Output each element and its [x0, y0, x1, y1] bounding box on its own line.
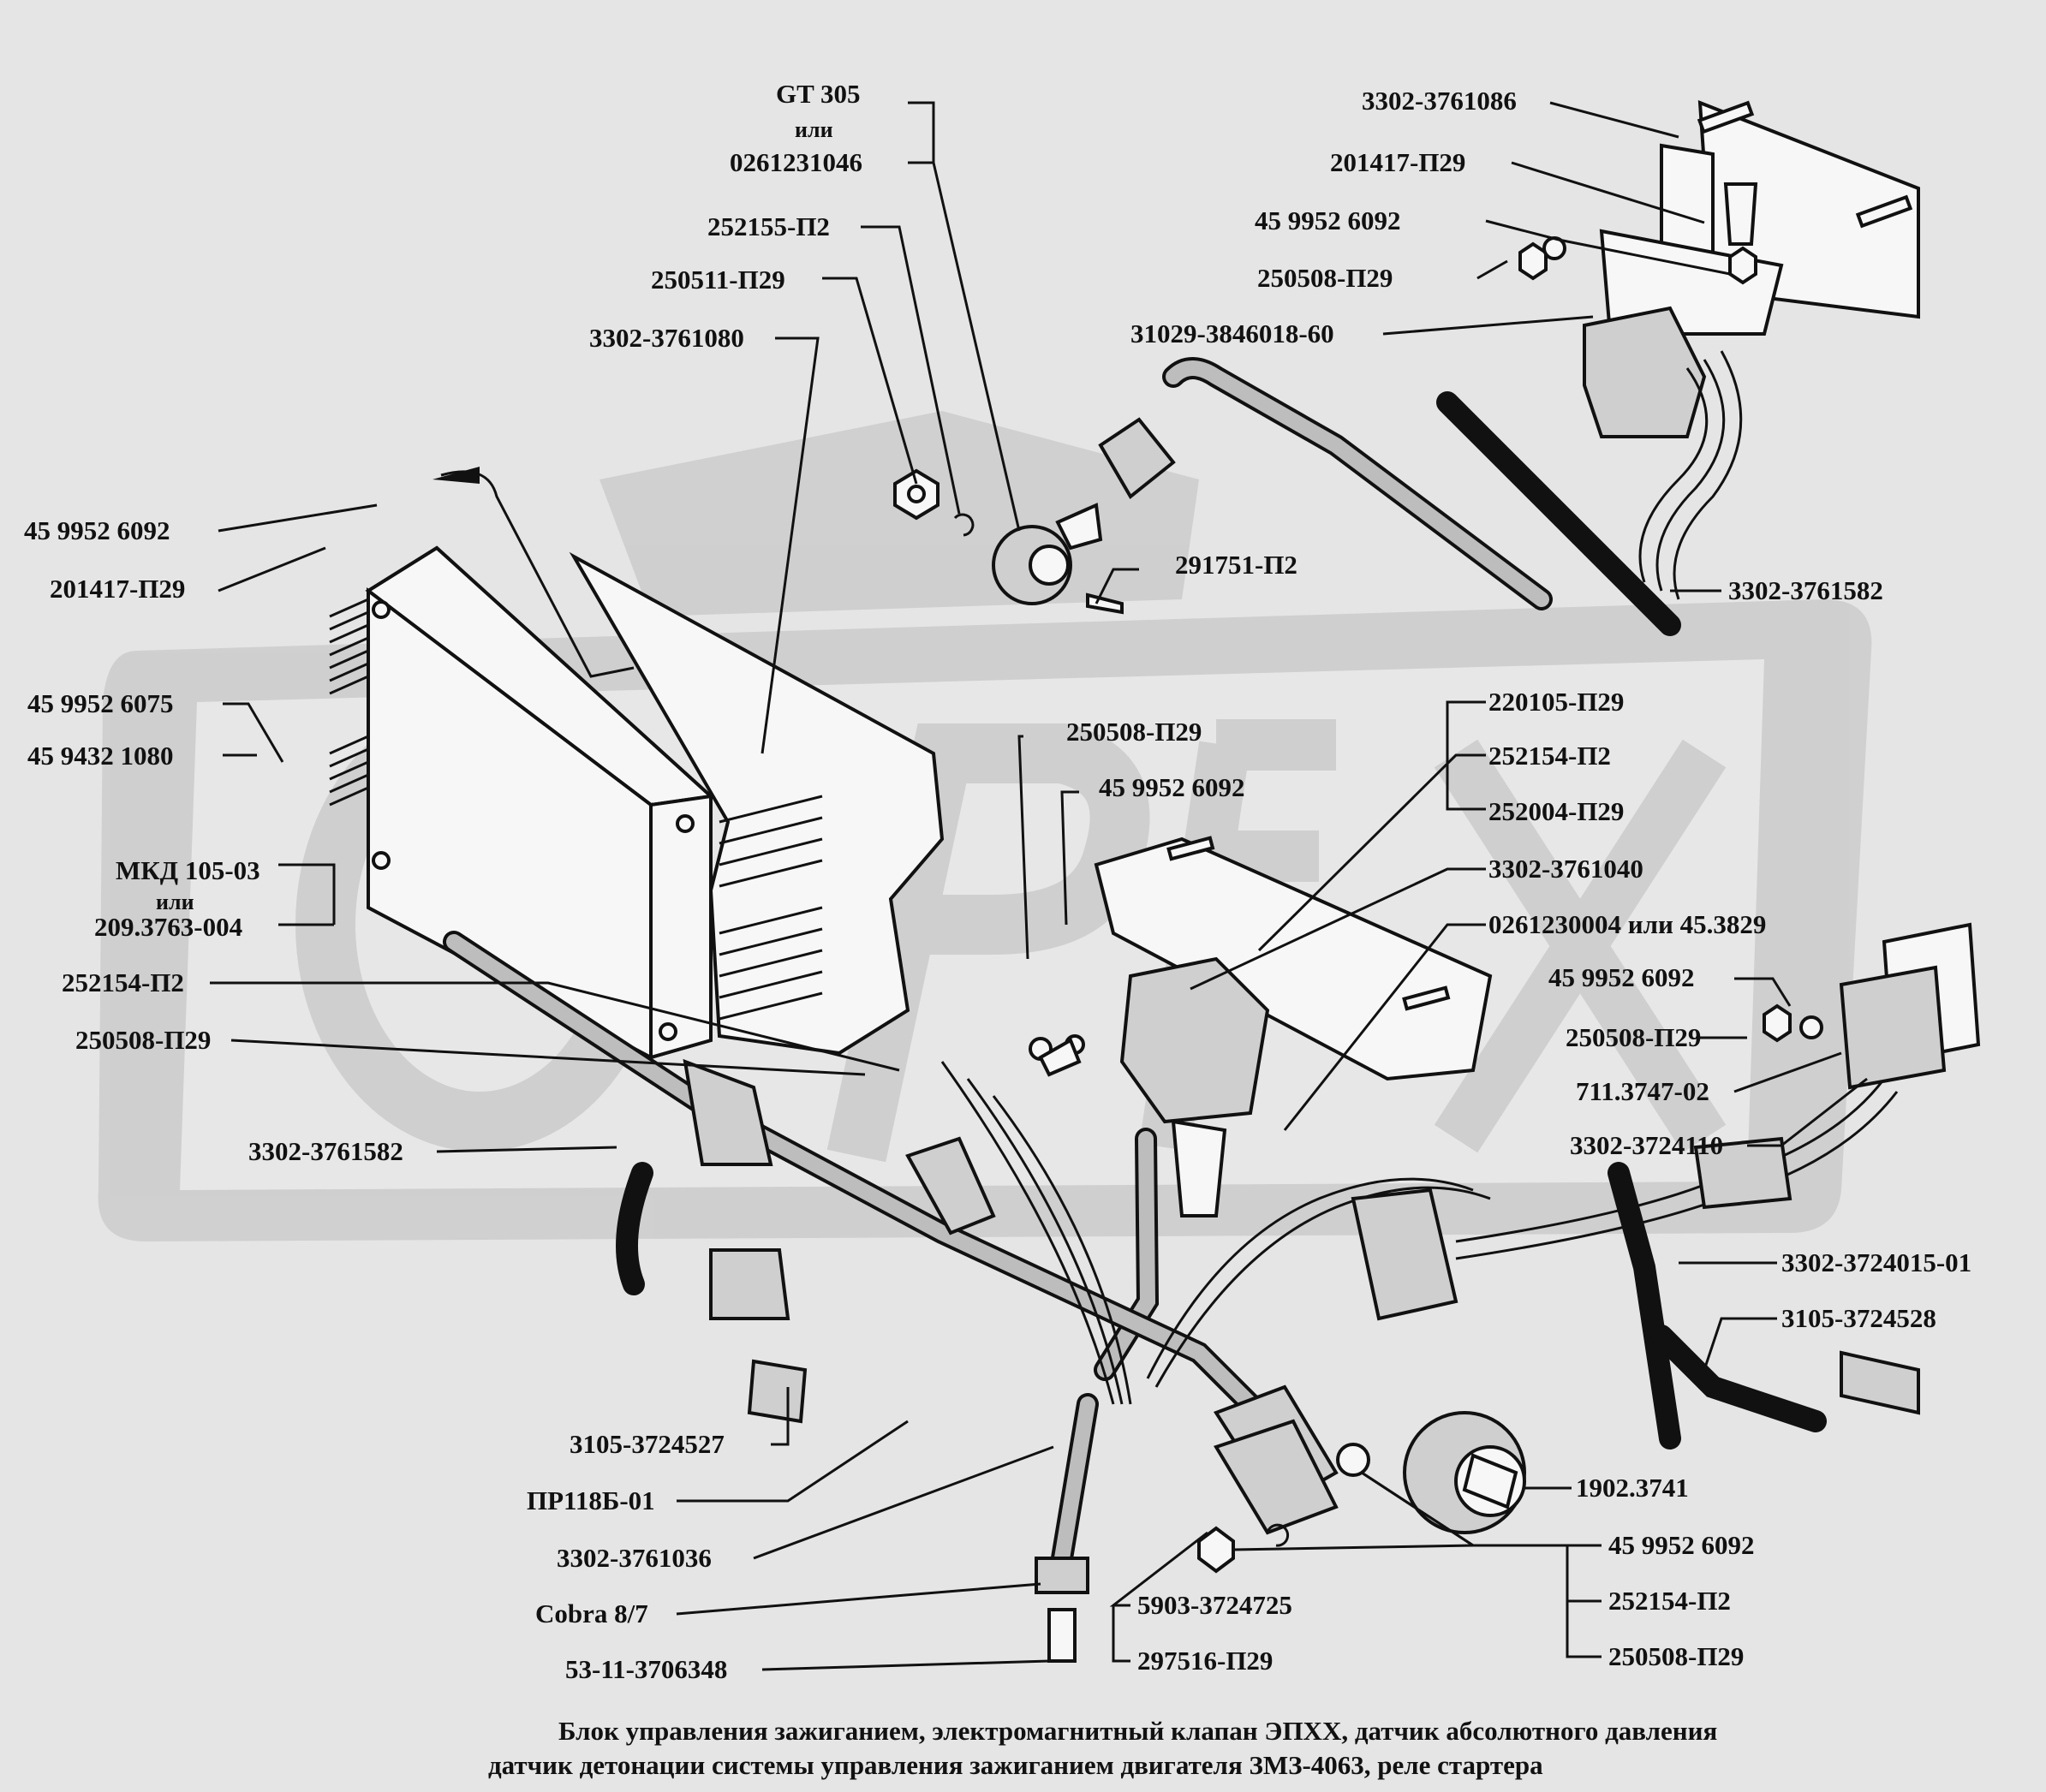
label-209-3763: 209.3763-004 — [94, 912, 242, 942]
label-31029: 31029-3846018-60 — [1130, 319, 1334, 348]
map-sensor-bracket — [1518, 99, 1920, 438]
watermark-logo — [98, 411, 1872, 1241]
vacuum-hose-top — [1098, 350, 1743, 636]
label-0261230004: 0261230004 или 45.3829 — [1488, 909, 1766, 939]
label-250508-bottom: 250508-П29 — [1608, 1641, 1744, 1671]
label-3302-3761582-right: 3302-3761582 — [1728, 575, 1883, 605]
label-45-9952-6092-top-right: 45 9952 6092 — [1255, 205, 1401, 235]
label-297516: 297516-П29 — [1137, 1646, 1273, 1676]
label-252155: 252155-П2 — [707, 211, 830, 241]
leader-lines — [210, 101, 1868, 1671]
wiring-harness — [443, 931, 1920, 1663]
label-45-9952-6092-right: 45 9952 6092 — [1548, 962, 1695, 992]
label-3302-3724110: 3302-3724110 — [1570, 1130, 1723, 1160]
ignition-control-unit — [329, 467, 945, 1061]
label-3302-3724015: 3302-3724015-01 — [1781, 1247, 1971, 1277]
label-3105-3724528: 3105-3724528 — [1781, 1303, 1936, 1333]
label-250508-mid: 250508-П29 — [1066, 717, 1202, 747]
label-291751: 291751-П2 — [1175, 550, 1297, 580]
label-cobra: Cobra 8/7 — [535, 1599, 648, 1628]
label-250511: 250511-П29 — [651, 265, 785, 295]
label-3302-3761036: 3302-3761036 — [557, 1543, 712, 1573]
part-labels: GT 305 или 0261231046 252155-П2 250511-П… — [24, 79, 1971, 1684]
caption-line-2: датчик детонации системы управления зажи… — [488, 1750, 1543, 1780]
label-711-3747: 711.3747-02 — [1576, 1076, 1709, 1106]
label-45-9952-6092-bottom: 45 9952 6092 — [1608, 1530, 1755, 1560]
caption: Блок управления зажиганием, электромагни… — [488, 1716, 1717, 1780]
label-3302-3761040: 3302-3761040 — [1488, 854, 1643, 884]
knock-sensor-group — [893, 468, 1124, 615]
label-252004: 252004-П29 — [1488, 796, 1624, 826]
label-252154-left: 252154-П2 — [62, 967, 184, 997]
label-mkd-or: или — [156, 890, 194, 914]
label-gt305: GT 305 — [776, 79, 860, 109]
label-53-11-3706348: 53-11-3706348 — [565, 1654, 727, 1684]
label-pr118: ПР118Б-01 — [527, 1485, 655, 1515]
label-250508-left: 250508-П29 — [75, 1025, 211, 1055]
label-45-9952-6092-left: 45 9952 6092 — [24, 515, 170, 545]
heatsink-fins — [329, 598, 823, 1021]
label-250508-top-right: 250508-П29 — [1257, 263, 1393, 293]
relay-1902 — [1197, 1411, 1526, 1574]
label-5903-3724725: 5903-3724725 — [1137, 1590, 1292, 1620]
label-mkd-105: МКД 105-03 — [116, 855, 260, 885]
label-252154-right: 252154-П2 — [1488, 741, 1611, 771]
label-252154-bottom: 252154-П2 — [1608, 1586, 1731, 1616]
label-220105: 220105-П29 — [1488, 687, 1624, 717]
starter-relay — [1763, 922, 1981, 1090]
caption-line-1: Блок управления зажиганием, электромагни… — [558, 1716, 1717, 1746]
label-250508-right: 250508-П29 — [1566, 1022, 1701, 1052]
epxx-valve — [1029, 836, 1493, 1381]
label-45-9952-6075: 45 9952 6075 — [27, 688, 174, 718]
label-gt305-alt: 0261231046 — [730, 147, 862, 177]
label-45-9432-1080: 45 9432 1080 — [27, 741, 174, 771]
label-3302-3761582-left: 3302-3761582 — [248, 1136, 403, 1166]
label-3105-3724527: 3105-3724527 — [570, 1429, 725, 1459]
label-gt305-or: или — [795, 117, 833, 142]
label-3302-3761086: 3302-3761086 — [1362, 86, 1517, 116]
label-45-9952-6092-mid: 45 9952 6092 — [1099, 772, 1245, 802]
label-201417-right: 201417-П29 — [1330, 147, 1465, 177]
label-3302-3761080: 3302-3761080 — [589, 323, 744, 353]
label-201417-left: 201417-П29 — [50, 574, 185, 604]
label-1902-3741: 1902.3741 — [1576, 1473, 1689, 1503]
